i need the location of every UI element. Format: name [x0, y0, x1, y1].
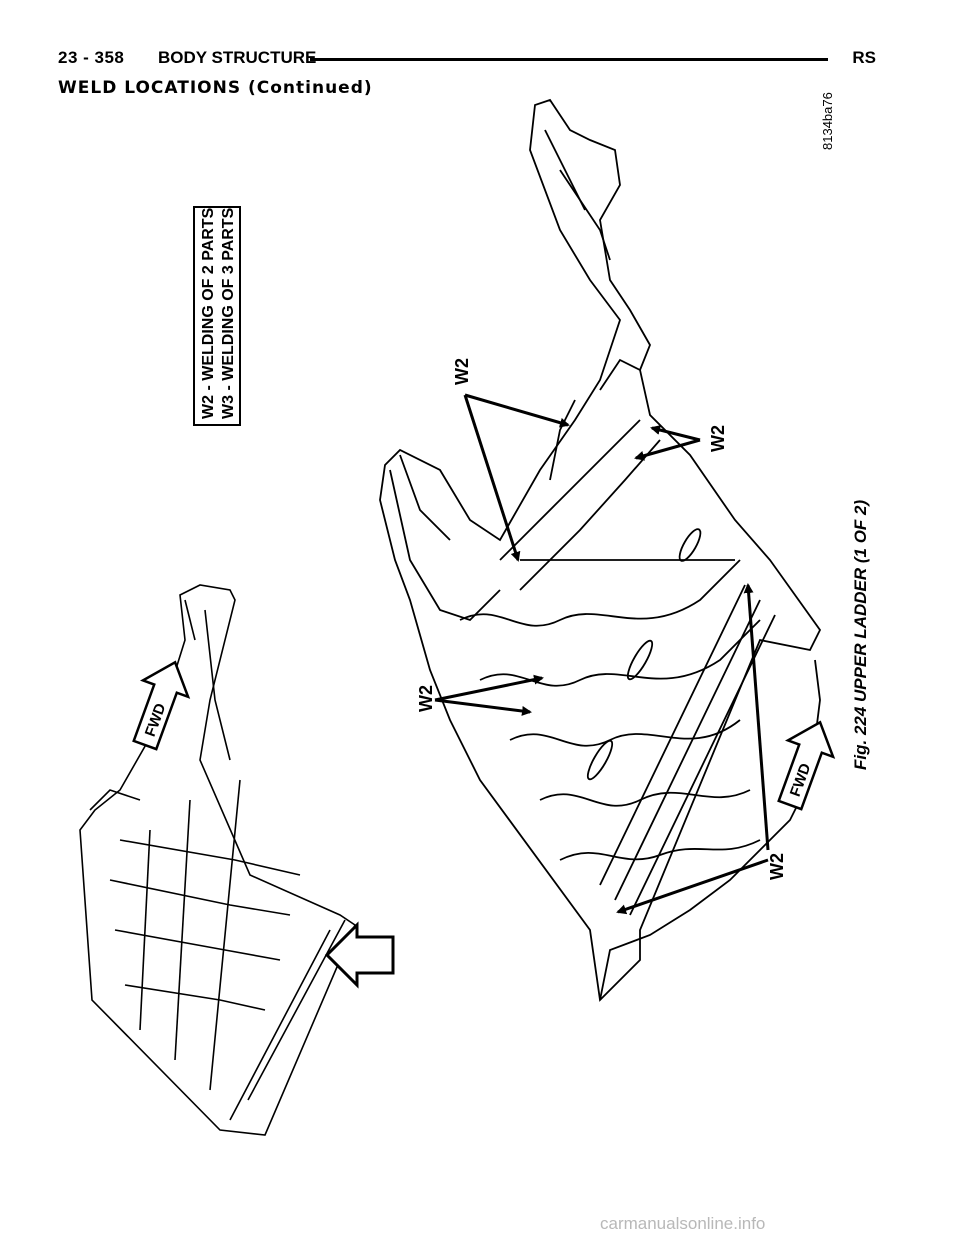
figure-caption: Fig. 224 UPPER LADDER (1 OF 2): [851, 500, 870, 770]
manual-code: RS: [852, 48, 876, 67]
leader-bottom-w2-a: [743, 583, 770, 851]
leader-left-w2-a: [434, 674, 544, 702]
fwd-arrow-small: FWD: [132, 660, 191, 751]
page-header: 23 - 358 BODY STRUCTURE RS: [58, 48, 876, 74]
leader-left-w2-b: [434, 698, 532, 716]
callout-w2-right: W2: [708, 425, 728, 452]
leader-top-w2-a: [464, 393, 570, 428]
image-id: 8134ba76: [820, 92, 835, 150]
leader-top-w2-b: [463, 394, 521, 562]
legend-line-w2: W2 - WELDING OF 2 PARTS: [200, 207, 217, 419]
weld-callout-leaders: [434, 393, 770, 915]
leader-right-w2-b: [634, 438, 701, 461]
leader-bottom-w2-b: [616, 858, 769, 915]
section-title: BODY STRUCTURE: [158, 48, 317, 67]
header-rule: [310, 58, 828, 61]
legend-line-w3: W3 - WELDING OF 3 PARTS: [220, 207, 237, 419]
callout-w2-bottom: W2: [767, 853, 787, 880]
callout-w2-left: W2: [416, 685, 436, 712]
watermark: carmanualsonline.info: [600, 1214, 766, 1233]
fwd-arrow-large: FWD: [777, 720, 836, 811]
view-direction-arrow: [324, 921, 395, 989]
weld-legend: W2 - WELDING OF 2 PARTS W3 - WELDING OF …: [193, 206, 241, 426]
ladder-frame-small: [79, 584, 356, 1136]
callout-w2-top: W2: [452, 358, 472, 385]
section-heading: WELD LOCATIONS (Continued): [58, 78, 373, 98]
page-number: 23 - 358: [58, 48, 125, 67]
leader-right-w2-a: [650, 425, 701, 442]
